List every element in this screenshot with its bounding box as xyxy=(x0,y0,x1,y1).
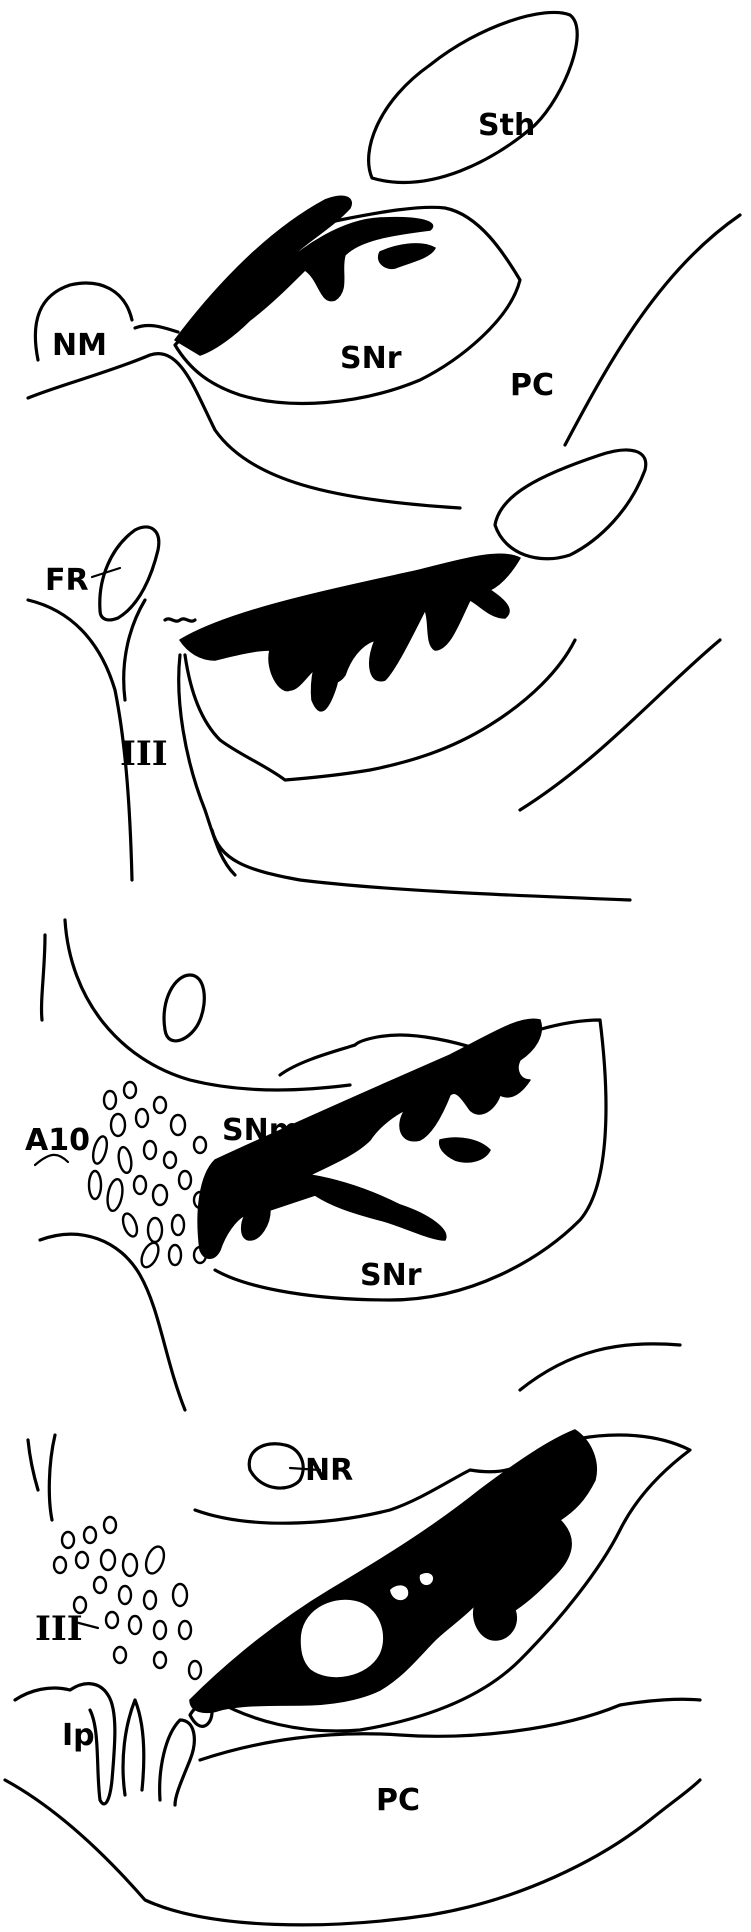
panel-4: NR xyxy=(5,1430,700,1925)
panel-2: FR III xyxy=(28,450,720,900)
sn-black-blob-panel-1 xyxy=(379,244,435,268)
label-iii-panel-4: III xyxy=(35,1609,83,1649)
top-line-left-b-panel-4 xyxy=(49,1435,55,1520)
top-line-panel-3 xyxy=(65,920,350,1090)
ventral-contour-panel-2 xyxy=(212,830,630,900)
label-snr-panel-1: SNr xyxy=(340,341,402,376)
midline-panel-2 xyxy=(28,600,132,880)
ip-column-b xyxy=(160,1720,195,1805)
sth-outline xyxy=(369,12,578,182)
fr-outline xyxy=(100,527,159,620)
label-snr-panel-3: SNr xyxy=(360,1258,422,1293)
iii-cell-cluster xyxy=(54,1517,201,1679)
label-nm: NM xyxy=(52,328,107,363)
label-sth: Sth xyxy=(478,108,535,143)
inner-ventral-panel-4 xyxy=(200,1699,700,1760)
nm-base-panel-1 xyxy=(135,325,178,332)
ventral-line-panel-4 xyxy=(5,1780,700,1925)
label-fr: FR xyxy=(45,563,89,598)
sn-black-band-panel-2 xyxy=(180,554,520,690)
upper-right-structure-panel-2 xyxy=(495,450,646,559)
lateral-contour-panel-3 xyxy=(520,1344,680,1390)
top-line-left-panel-3 xyxy=(42,935,45,1020)
label-pc-panel-4: PC xyxy=(376,1783,420,1818)
panel-3: SNm SNr A10 xyxy=(25,920,680,1410)
sn-black-band-panel-1 xyxy=(175,196,433,355)
scallop-edge-panel-2 xyxy=(165,619,195,621)
nr-outline xyxy=(249,1444,303,1488)
panel-1: Sth NM SNr PC xyxy=(28,12,740,508)
label-nr: NR xyxy=(305,1453,353,1488)
ventral-contour-panel-1 xyxy=(28,354,460,508)
label-iii-panel-2: III xyxy=(120,734,168,774)
sn-outer-panel-2 xyxy=(179,655,235,875)
lateral-contour-panel-2 xyxy=(520,640,720,810)
label-ip: Ip xyxy=(62,1718,95,1753)
sn-black-finger-panel-3 xyxy=(440,1138,490,1162)
top-line-left-a-panel-4 xyxy=(28,1440,38,1490)
label-a10: A10 xyxy=(25,1123,90,1158)
ip-column xyxy=(123,1700,144,1795)
small-oval-panel-3 xyxy=(164,975,204,1041)
midline-inner-panel-2 xyxy=(124,600,145,700)
label-pc-panel-1: PC xyxy=(510,368,554,403)
lateral-contour-panel-1 xyxy=(565,215,740,445)
midline-panel-3 xyxy=(40,1234,185,1410)
label-snm: SNm xyxy=(222,1113,300,1148)
